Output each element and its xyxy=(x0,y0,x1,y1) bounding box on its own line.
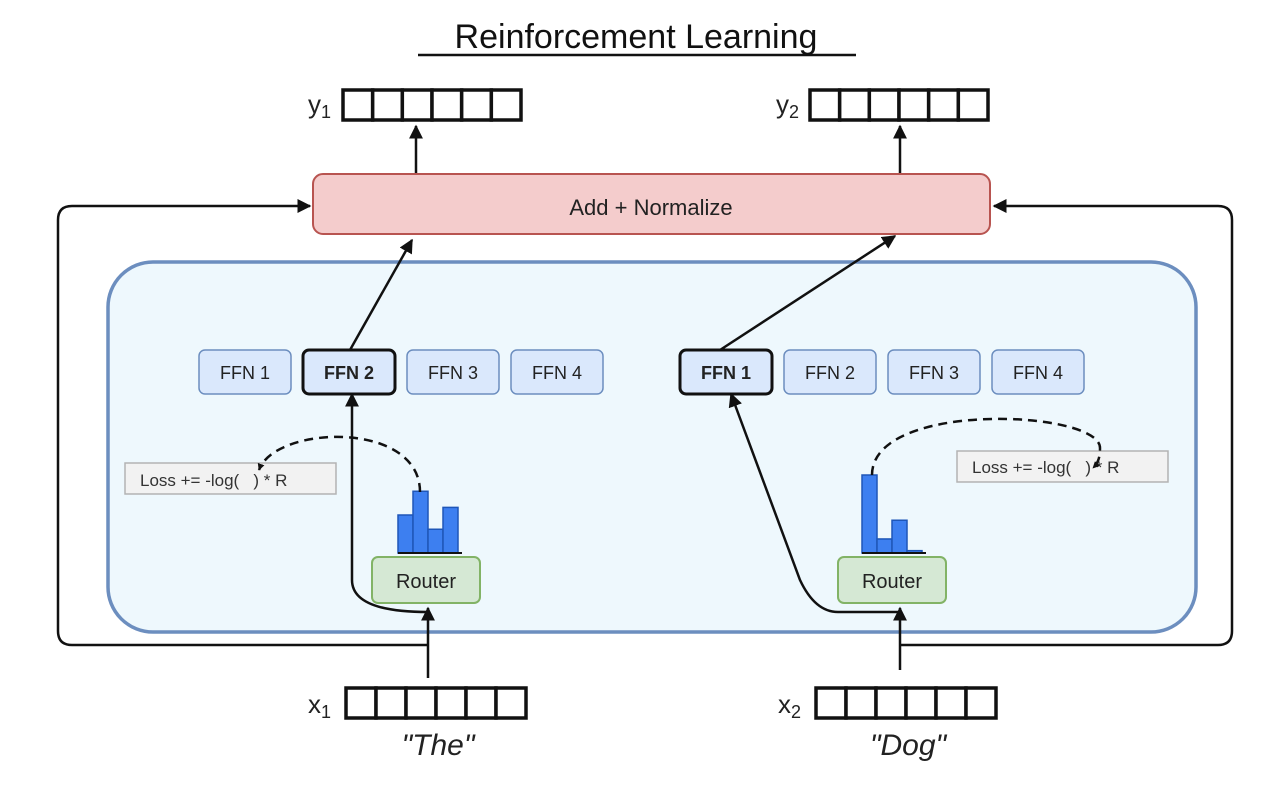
input-x2: x2 "Dog" xyxy=(778,686,998,762)
right-expert-ffn4-box xyxy=(991,349,1085,395)
output-vector xyxy=(341,88,523,122)
output-y1: y1 xyxy=(308,88,523,122)
vector-cell xyxy=(904,686,938,720)
right-expert-ffn2-box xyxy=(783,349,877,395)
vector-cell xyxy=(964,686,998,720)
vector-cell xyxy=(867,88,901,122)
router-prob-bar xyxy=(442,506,459,554)
vector-cell xyxy=(459,88,494,122)
vector-cell xyxy=(874,686,908,720)
router-box-left xyxy=(371,556,481,604)
vector-cell xyxy=(808,88,842,122)
vector-cell xyxy=(434,686,468,720)
route-x2-to-ffn1 xyxy=(728,392,900,614)
vector-cell xyxy=(404,686,438,720)
loss-box-right xyxy=(956,450,1169,483)
left-expert-ffn1-label: FFN 1 xyxy=(220,363,270,383)
vector-cell xyxy=(400,88,434,122)
vector-cell xyxy=(430,88,464,122)
input-x1-label: x1 xyxy=(308,689,331,722)
right-experts-row: FFN 1 FFN 2 FFN 3 FFN 4 xyxy=(678,348,1085,396)
vector-cell xyxy=(341,88,375,122)
left-expert-ffn1-box xyxy=(198,349,292,395)
router-prob-bar xyxy=(412,490,429,554)
input-token-dog: "Dog" xyxy=(870,729,948,762)
vector-cell xyxy=(494,686,528,720)
loss-label-right: Loss += -log( ) * R xyxy=(972,458,1119,477)
vector-cell xyxy=(844,686,878,720)
vector-cell xyxy=(837,88,872,122)
diagram-title: Reinforcement Learning xyxy=(455,18,818,56)
residual-loop xyxy=(900,199,1234,647)
router-prob-bar xyxy=(861,474,878,554)
loss-label-left: Loss += -log( ) * R xyxy=(140,471,287,490)
vector-cell xyxy=(897,88,931,122)
router-box-right xyxy=(837,556,947,604)
router-label-left: Router xyxy=(396,571,456,593)
arrow-ffn1-to-addnorm xyxy=(719,234,897,352)
left-expert-ffn2-label: FFN 2 xyxy=(324,363,374,383)
input-x2-label: x2 xyxy=(778,689,801,722)
router-label-right: Router xyxy=(862,571,922,593)
router-prob-bar xyxy=(876,538,893,554)
add-normalize-box xyxy=(312,173,991,235)
vector-cell xyxy=(374,686,408,720)
loss-feedback-arc-right xyxy=(870,417,1102,476)
output-y2: y2 xyxy=(776,88,990,122)
vector-cell xyxy=(464,686,498,720)
left-expert-ffn3-label: FFN 3 xyxy=(428,363,478,383)
output-y2-label: y2 xyxy=(776,89,799,122)
router-probability-histogram-right xyxy=(861,474,926,554)
vector-cell xyxy=(370,88,405,122)
residual-loop xyxy=(56,199,428,647)
vector-cell xyxy=(956,88,990,122)
input-vector xyxy=(814,686,998,720)
router-prob-bar xyxy=(427,528,444,554)
right-expert-ffn1-label: FFN 1 xyxy=(701,363,751,383)
input-vector xyxy=(344,686,528,720)
input-token-the: "The" xyxy=(402,729,476,762)
vector-cell xyxy=(814,686,848,720)
router-prob-bar xyxy=(891,519,908,554)
right-expert-ffn3-box xyxy=(887,349,981,395)
loss-feedback-arc-left xyxy=(257,435,422,493)
output-vector xyxy=(808,88,990,122)
right-expert-ffn1-box xyxy=(678,348,774,396)
right-expert-ffn3-label: FFN 3 xyxy=(909,363,959,383)
vector-cell xyxy=(926,88,961,122)
route-x1-to-ffn2 xyxy=(345,392,429,614)
input-x1: x1 "The" xyxy=(308,686,528,762)
vector-cell xyxy=(934,686,968,720)
loss-box-left xyxy=(124,462,337,495)
arrow-ffn2-to-addnorm xyxy=(348,238,414,351)
left-expert-ffn3-box xyxy=(406,349,500,395)
left-expert-ffn4-box xyxy=(510,349,604,395)
right-expert-ffn4-label: FFN 4 xyxy=(1013,363,1063,383)
left-experts-row: FFN 1 FFN 2 FFN 3 FFN 4 xyxy=(198,348,604,396)
vector-cell xyxy=(489,88,523,122)
router-probability-histogram-left xyxy=(397,490,462,554)
vector-cell xyxy=(344,686,378,720)
router-prob-bar xyxy=(397,514,414,554)
moe-layer-box xyxy=(106,260,1198,634)
left-expert-ffn4-label: FFN 4 xyxy=(532,363,582,383)
output-y1-label: y1 xyxy=(308,89,331,122)
right-expert-ffn2-label: FFN 2 xyxy=(805,363,855,383)
add-normalize-label: Add + Normalize xyxy=(569,195,732,220)
